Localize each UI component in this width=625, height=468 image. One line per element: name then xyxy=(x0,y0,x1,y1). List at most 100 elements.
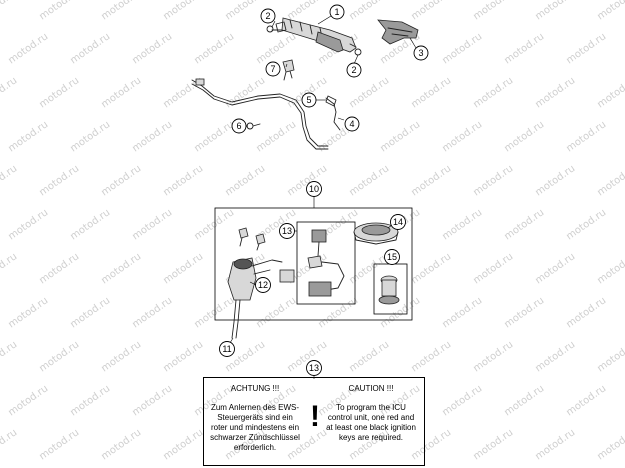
part-1-handlebar-switch xyxy=(275,17,357,53)
watermark-text: motod.ru xyxy=(533,427,577,462)
watermark-text: motod.ru xyxy=(347,163,391,198)
exclamation-icon: ! xyxy=(310,400,320,433)
watermark-text: motod.ru xyxy=(223,0,267,22)
watermark-text: motod.ru xyxy=(254,295,298,330)
part-7-connector xyxy=(282,59,295,81)
watermark-text: motod.ru xyxy=(502,207,546,242)
svg-text:13: 13 xyxy=(309,363,319,373)
watermark-text: motod.ru xyxy=(37,75,81,110)
svg-text:4: 4 xyxy=(349,119,354,129)
part-5-clip xyxy=(325,95,337,107)
watermark-text: motod.ru xyxy=(502,383,546,418)
watermark-text: motod.ru xyxy=(130,207,174,242)
watermark-text: motod.ru xyxy=(533,163,577,198)
watermark-text: motod.ru xyxy=(533,0,577,22)
watermark-text: motod.ru xyxy=(595,75,625,110)
watermark-text: motod.ru xyxy=(6,383,50,418)
watermark-text: motod.ru xyxy=(471,75,515,110)
watermark-text: motod.ru xyxy=(68,207,112,242)
watermark-text: motod.ru xyxy=(130,383,174,418)
svg-text:6: 6 xyxy=(236,121,241,131)
watermark-text: motod.ru xyxy=(161,163,205,198)
watermark-text: motod.ru xyxy=(409,163,453,198)
watermark-text: motod.ru xyxy=(192,119,236,154)
watermark-text: motod.ru xyxy=(223,163,267,198)
watermark-text: motod.ru xyxy=(502,31,546,66)
callout-1: 1 xyxy=(329,4,345,20)
callout-7: 7 xyxy=(265,61,281,77)
watermark-text: motod.ru xyxy=(502,295,546,330)
svg-text:1: 1 xyxy=(334,7,339,17)
watermark-text: motod.ru xyxy=(0,75,19,110)
svg-text:5: 5 xyxy=(306,95,311,105)
watermark-text: motod.ru xyxy=(564,207,608,242)
watermark-text: motod.ru xyxy=(471,163,515,198)
kit-10-frame xyxy=(214,207,413,321)
svg-text:14: 14 xyxy=(393,217,403,227)
callout-10: 10 xyxy=(306,181,322,197)
watermark-text: motod.ru xyxy=(37,251,81,286)
note-german-heading: ACHTUNG !!! xyxy=(230,384,280,393)
watermark-text: motod.ru xyxy=(564,31,608,66)
watermark-text: motod.ru xyxy=(37,427,81,462)
watermark-text: motod.ru xyxy=(595,163,625,198)
watermark-text: motod.ru xyxy=(37,339,81,374)
watermark-text: motod.ru xyxy=(285,0,329,22)
watermark-text: motod.ru xyxy=(99,339,143,374)
part-4-wiring-harness xyxy=(191,78,341,150)
watermark-text: motod.ru xyxy=(6,207,50,242)
watermark-text: motod.ru xyxy=(595,0,625,22)
part-14-fuel-cap xyxy=(353,222,399,245)
svg-text:7: 7 xyxy=(270,64,275,74)
svg-text:11: 11 xyxy=(222,344,231,354)
watermark-text: motod.ru xyxy=(6,31,50,66)
callout-13-note: 13 xyxy=(306,360,322,376)
caution-note-box: ACHTUNG !!! Zum Anlernen des EWS-Steuerg… xyxy=(203,377,425,466)
watermark-text: motod.ru xyxy=(130,295,174,330)
kit-13-frame xyxy=(296,221,356,305)
watermark-text: motod.ru xyxy=(347,339,391,374)
watermark-text: motod.ru xyxy=(471,251,515,286)
watermark-text: motod.ru xyxy=(130,31,174,66)
watermark-text: motod.ru xyxy=(6,295,50,330)
watermark-text: motod.ru xyxy=(471,427,515,462)
part-3-switch-cover xyxy=(377,19,419,45)
svg-text:10: 10 xyxy=(309,184,319,194)
watermark-text: motod.ru xyxy=(99,427,143,462)
watermark-text: motod.ru xyxy=(595,427,625,462)
watermark-text: motod.ru xyxy=(68,295,112,330)
watermark-text: motod.ru xyxy=(192,295,236,330)
part-keys-small xyxy=(238,227,266,251)
watermark-text: motod.ru xyxy=(471,0,515,22)
note-german: ACHTUNG !!! Zum Anlernen des EWS-Steuerg… xyxy=(208,384,302,453)
note-english-text: To program the ICU control unit, one red… xyxy=(326,403,416,442)
watermark-text: motod.ru xyxy=(347,0,391,22)
note-german-text: Zum Anlernen des EWS-Steuergeräts sind e… xyxy=(210,403,300,452)
watermark-text: motod.ru xyxy=(0,251,19,286)
svg-text:13: 13 xyxy=(282,226,292,236)
watermark-text: motod.ru xyxy=(440,31,484,66)
part-2-screw-top xyxy=(266,25,283,33)
watermark-text: motod.ru xyxy=(378,119,422,154)
watermark-text: motod.ru xyxy=(564,383,608,418)
callout-15: 15 xyxy=(384,249,400,265)
watermark-text: motod.ru xyxy=(68,31,112,66)
part-6-screw xyxy=(246,122,261,130)
watermark-text: motod.ru xyxy=(316,295,360,330)
watermark-text: motod.ru xyxy=(564,119,608,154)
watermark-text: motod.ru xyxy=(161,0,205,22)
watermark-text: motod.ru xyxy=(440,119,484,154)
watermark-text: motod.ru xyxy=(440,207,484,242)
watermark-text: motod.ru xyxy=(595,339,625,374)
callout-2-bottom: 2 xyxy=(346,62,362,78)
callout-12: 12 xyxy=(255,277,271,293)
watermark-text: motod.ru xyxy=(6,119,50,154)
watermark-text: motod.ru xyxy=(192,31,236,66)
watermark-text: motod.ru xyxy=(0,427,19,462)
callout-11: 11 xyxy=(219,341,235,357)
callout-4: 4 xyxy=(344,116,360,132)
watermark-text: motod.ru xyxy=(192,207,236,242)
watermark-text: motod.ru xyxy=(161,427,205,462)
